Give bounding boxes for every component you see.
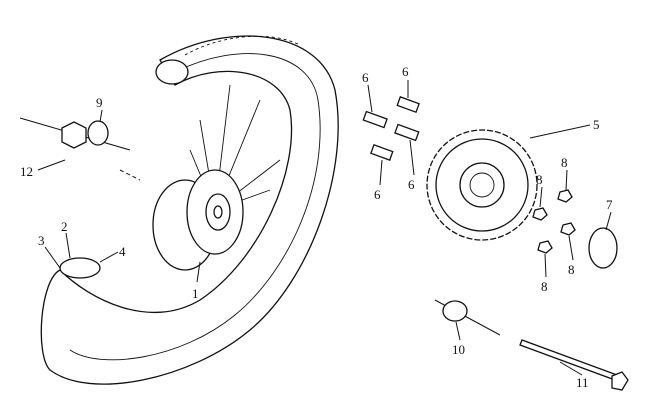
callout-9: 9 [96, 95, 103, 110]
callout-7: 7 [606, 197, 613, 212]
callout-12: 12 [20, 164, 33, 179]
callout-8: 8 [541, 279, 548, 294]
callout-11: 11 [576, 375, 589, 390]
callout-1: 1 [192, 286, 199, 301]
callout-6: 6 [362, 70, 369, 85]
callout-5: 5 [593, 117, 600, 132]
wheel-tire [40, 35, 339, 385]
leader-lines [37, 80, 612, 376]
callout-4: 4 [119, 244, 126, 259]
callout-6: 6 [402, 64, 409, 79]
spacer-and-axle [434, 299, 629, 391]
callout-2: 2 [61, 219, 68, 234]
cover-and-collar [19, 117, 141, 181]
callout-3: 3 [38, 233, 45, 248]
hub [152, 169, 244, 271]
callout-8: 8 [536, 172, 543, 187]
sprocket [426, 129, 538, 241]
lock-ring [588, 227, 618, 269]
callout-8: 8 [568, 262, 575, 277]
bolts [362, 96, 420, 161]
callout-10: 10 [452, 342, 465, 357]
callout-6: 6 [374, 187, 381, 202]
nuts [532, 189, 576, 254]
callout-8: 8 [561, 155, 568, 170]
callout-6: 6 [408, 177, 415, 192]
callout-labels: 9 12 2 3 4 1 6 6 6 6 5 8 8 8 8 7 10 11 [20, 64, 613, 390]
